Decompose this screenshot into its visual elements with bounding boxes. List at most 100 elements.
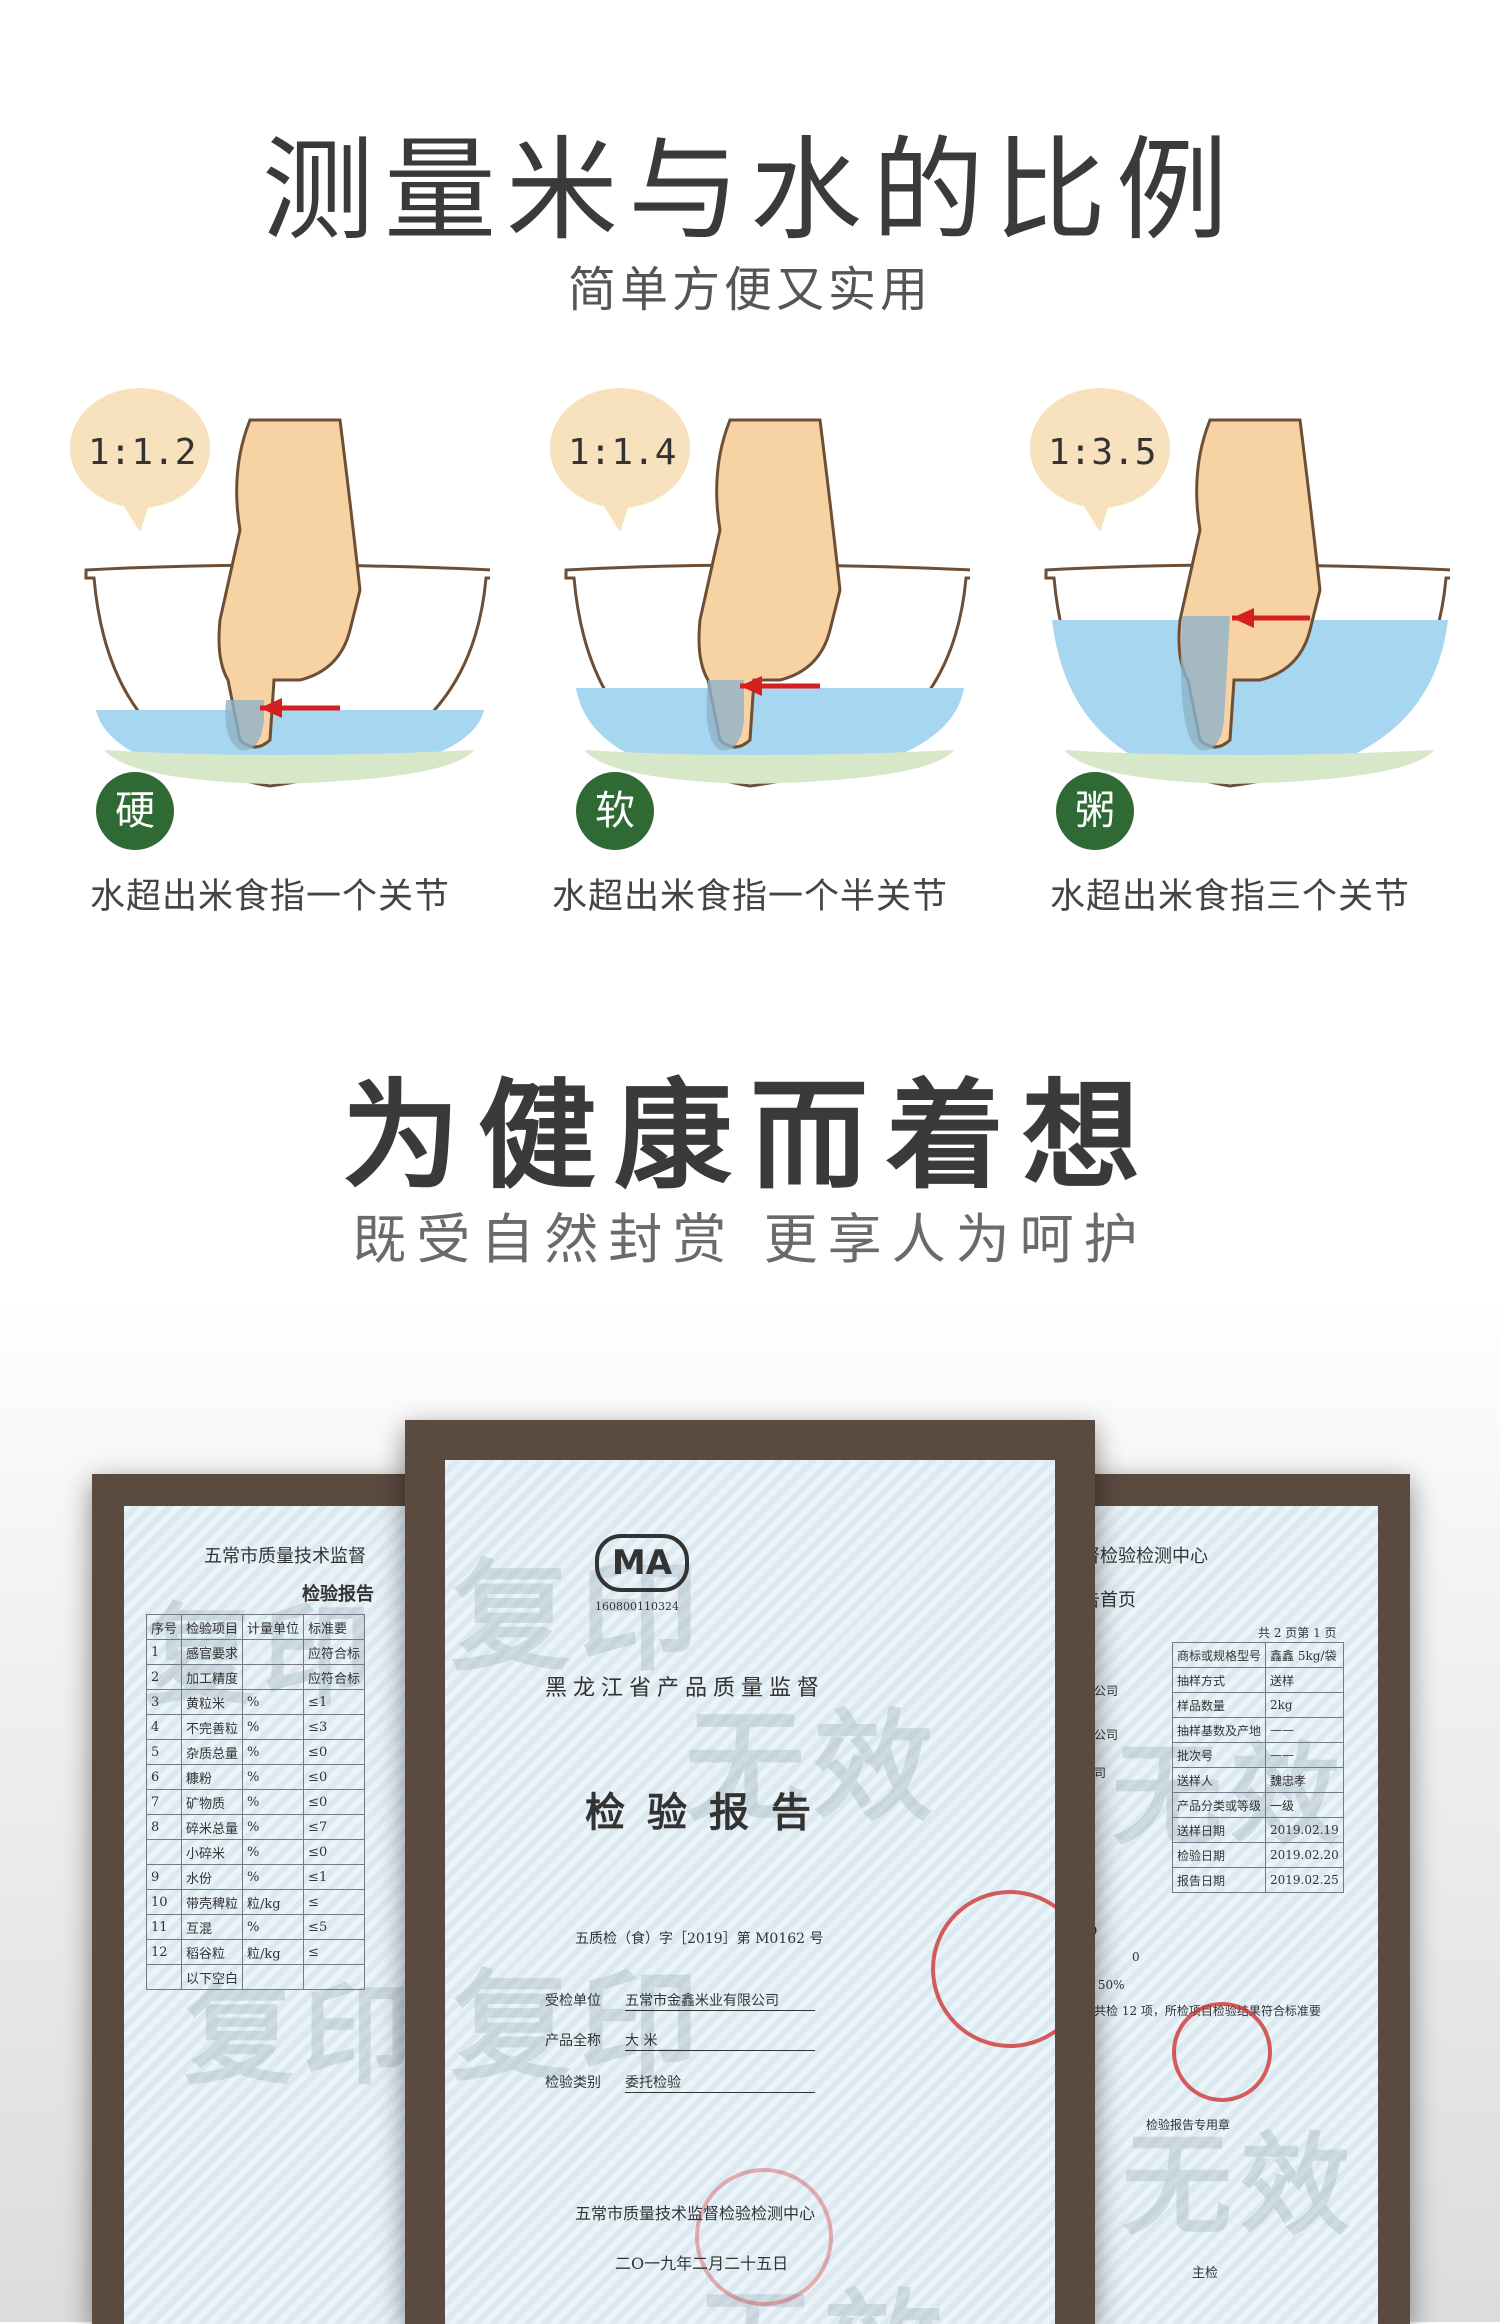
table-cell: ≤ — [303, 1939, 366, 1965]
ratio-label: 1:3.5 — [1048, 432, 1157, 473]
field-value: 委托检验 — [625, 2072, 815, 2093]
table-row: 商标或规格型号鑫鑫 5kg/袋 — [1171, 1642, 1344, 1668]
section-subtitle: 简单方便又实用 — [567, 262, 932, 318]
table-cell: 报告日期 — [1171, 1867, 1267, 1893]
table-cell: 稻谷粒 — [181, 1939, 244, 1965]
stamp-label: 检验报告专用章 — [1146, 2118, 1231, 2132]
col-header: 计量单位 — [242, 1614, 305, 1640]
table-cell — [303, 1964, 366, 1990]
table-cell: 抽样基数及产地 — [1171, 1717, 1267, 1743]
table-cell: 互混 — [181, 1914, 244, 1940]
field-value: 大 米 — [625, 2030, 815, 2051]
table-cell: ≤0 — [303, 1789, 366, 1815]
pot-hand-illustration-porridge — [1030, 388, 1450, 788]
official-seal-stamp — [931, 1890, 1055, 2048]
table-cell: % — [242, 1739, 305, 1765]
pot-hand-illustration-soft — [550, 388, 970, 788]
ratio-panel-soft: 1:1.4 软 水超出米食指一个半关节 — [530, 380, 970, 940]
table-cell: 小碎米 — [181, 1839, 244, 1865]
table-row: 批次号—— — [1171, 1742, 1344, 1768]
table-cell: 矿物质 — [181, 1789, 244, 1815]
texture-badge: 硬 — [96, 772, 174, 850]
table-cell: 6 — [145, 1764, 183, 1790]
table-row: 以下空白 — [145, 1964, 366, 1990]
table-cell: 加工精度 — [181, 1664, 244, 1690]
table-cell: 1 — [145, 1639, 183, 1665]
report-number: 五质检（食）字［2019］第 M0162 号 — [575, 1931, 824, 1947]
table-cell: 2 — [145, 1664, 183, 1690]
table-cell: % — [242, 1864, 305, 1890]
panel-caption: 水超出米食指一个半关节 — [551, 877, 948, 917]
watermark-invalid: 无效 — [1122, 2121, 1358, 2250]
texture-badge: 粥 — [1056, 772, 1134, 850]
table-cell: 7 — [145, 1789, 183, 1815]
issuing-org: 黑龙江省产品质量监督 — [545, 1676, 826, 1701]
watermark-invalid: 无效 — [685, 1697, 941, 1838]
certificate-frame-center: 复印 无效 复印 无效 MA 160800110324 黑龙江省产品质量监督 检… — [405, 1420, 1095, 2324]
table-cell: 11 — [145, 1914, 183, 1940]
table-row: 抽样基数及产地—— — [1171, 1717, 1344, 1743]
table-cell: ≤1 — [303, 1689, 366, 1715]
report-title: 检验报告 — [585, 1789, 833, 1836]
table-cell: 应符合标 — [303, 1639, 366, 1665]
table-cell: 一级 — [1265, 1792, 1344, 1818]
field-label: 检验类别 — [545, 2075, 601, 2091]
col-header: 检验项目 — [181, 1614, 244, 1640]
fragment: 0 — [1132, 1950, 1140, 1964]
certificate-frame-right: 无效 无效 督检验检测中心 告首页 共 2 页第 1 页 限公司 限公司 公司 … — [1050, 1474, 1410, 2324]
table-row: 送样人魏忠孝 — [1171, 1767, 1344, 1793]
issuing-org: 五常市质量技术监督 — [204, 1546, 366, 1567]
table-cell: % — [242, 1689, 305, 1715]
table-cell: 2019.02.19 — [1265, 1817, 1344, 1843]
field-label: 产品全称 — [545, 2033, 601, 2049]
panel-caption: 水超出米食指一个关节 — [89, 877, 450, 917]
page-indicator: 共 2 页第 1 页 — [1258, 1626, 1337, 1640]
watermark-copy: 复印 — [184, 1971, 420, 2100]
table-cell: % — [242, 1914, 305, 1940]
table-cell: 10 — [145, 1889, 183, 1915]
table-cell: 商标或规格型号 — [1171, 1642, 1267, 1668]
watermark-copy: 复印 — [451, 1547, 707, 1688]
table-header-row: 序号 检验项目 计量单位 标准要 — [145, 1614, 366, 1640]
table-cell: 应符合标 — [303, 1664, 366, 1690]
ratio-label: 1:1.2 — [88, 432, 197, 473]
table-cell: 糠粉 — [181, 1764, 244, 1790]
texture-badge: 软 — [576, 772, 654, 850]
table-cell: 不完善粒 — [181, 1714, 244, 1740]
table-cell: 感官要求 — [181, 1639, 244, 1665]
pot-hand-illustration-hard — [70, 388, 490, 788]
ratio-label: 1:1.4 — [568, 432, 677, 473]
issue-date: 二O一九年二月二十五日 — [615, 2254, 789, 2273]
section-title-rice-water-ratio: 测量米与水的比例 — [262, 126, 1238, 256]
table-cell: 送样 — [1265, 1667, 1344, 1693]
inspection-seal-stamp — [1172, 2002, 1272, 2102]
watermark-copy: 复印 — [451, 1957, 707, 2098]
certificate-paper-right: 无效 无效 督检验检测中心 告首页 共 2 页第 1 页 限公司 限公司 公司 … — [1082, 1506, 1378, 2324]
section-title-health: 为健康而着想 — [341, 1066, 1158, 1205]
section-subtitle-health: 既受自然封赏 更享人为呵护 — [352, 1208, 1148, 1271]
table-row: 小碎米%≤0 — [145, 1839, 366, 1865]
table-cell: ≤7 — [303, 1814, 366, 1840]
table-cell: 以下空白 — [181, 1964, 244, 1990]
table-cell: ≤0 — [303, 1739, 366, 1765]
table-cell — [145, 1839, 183, 1865]
table-cell: 样品数量 — [1171, 1692, 1267, 1718]
table-cell: 杂质总量 — [181, 1739, 244, 1765]
field-label: 受检单位 — [545, 1993, 601, 2009]
table-cell — [242, 1639, 305, 1665]
table-cell: 鑫鑫 5kg/袋 — [1265, 1642, 1344, 1668]
